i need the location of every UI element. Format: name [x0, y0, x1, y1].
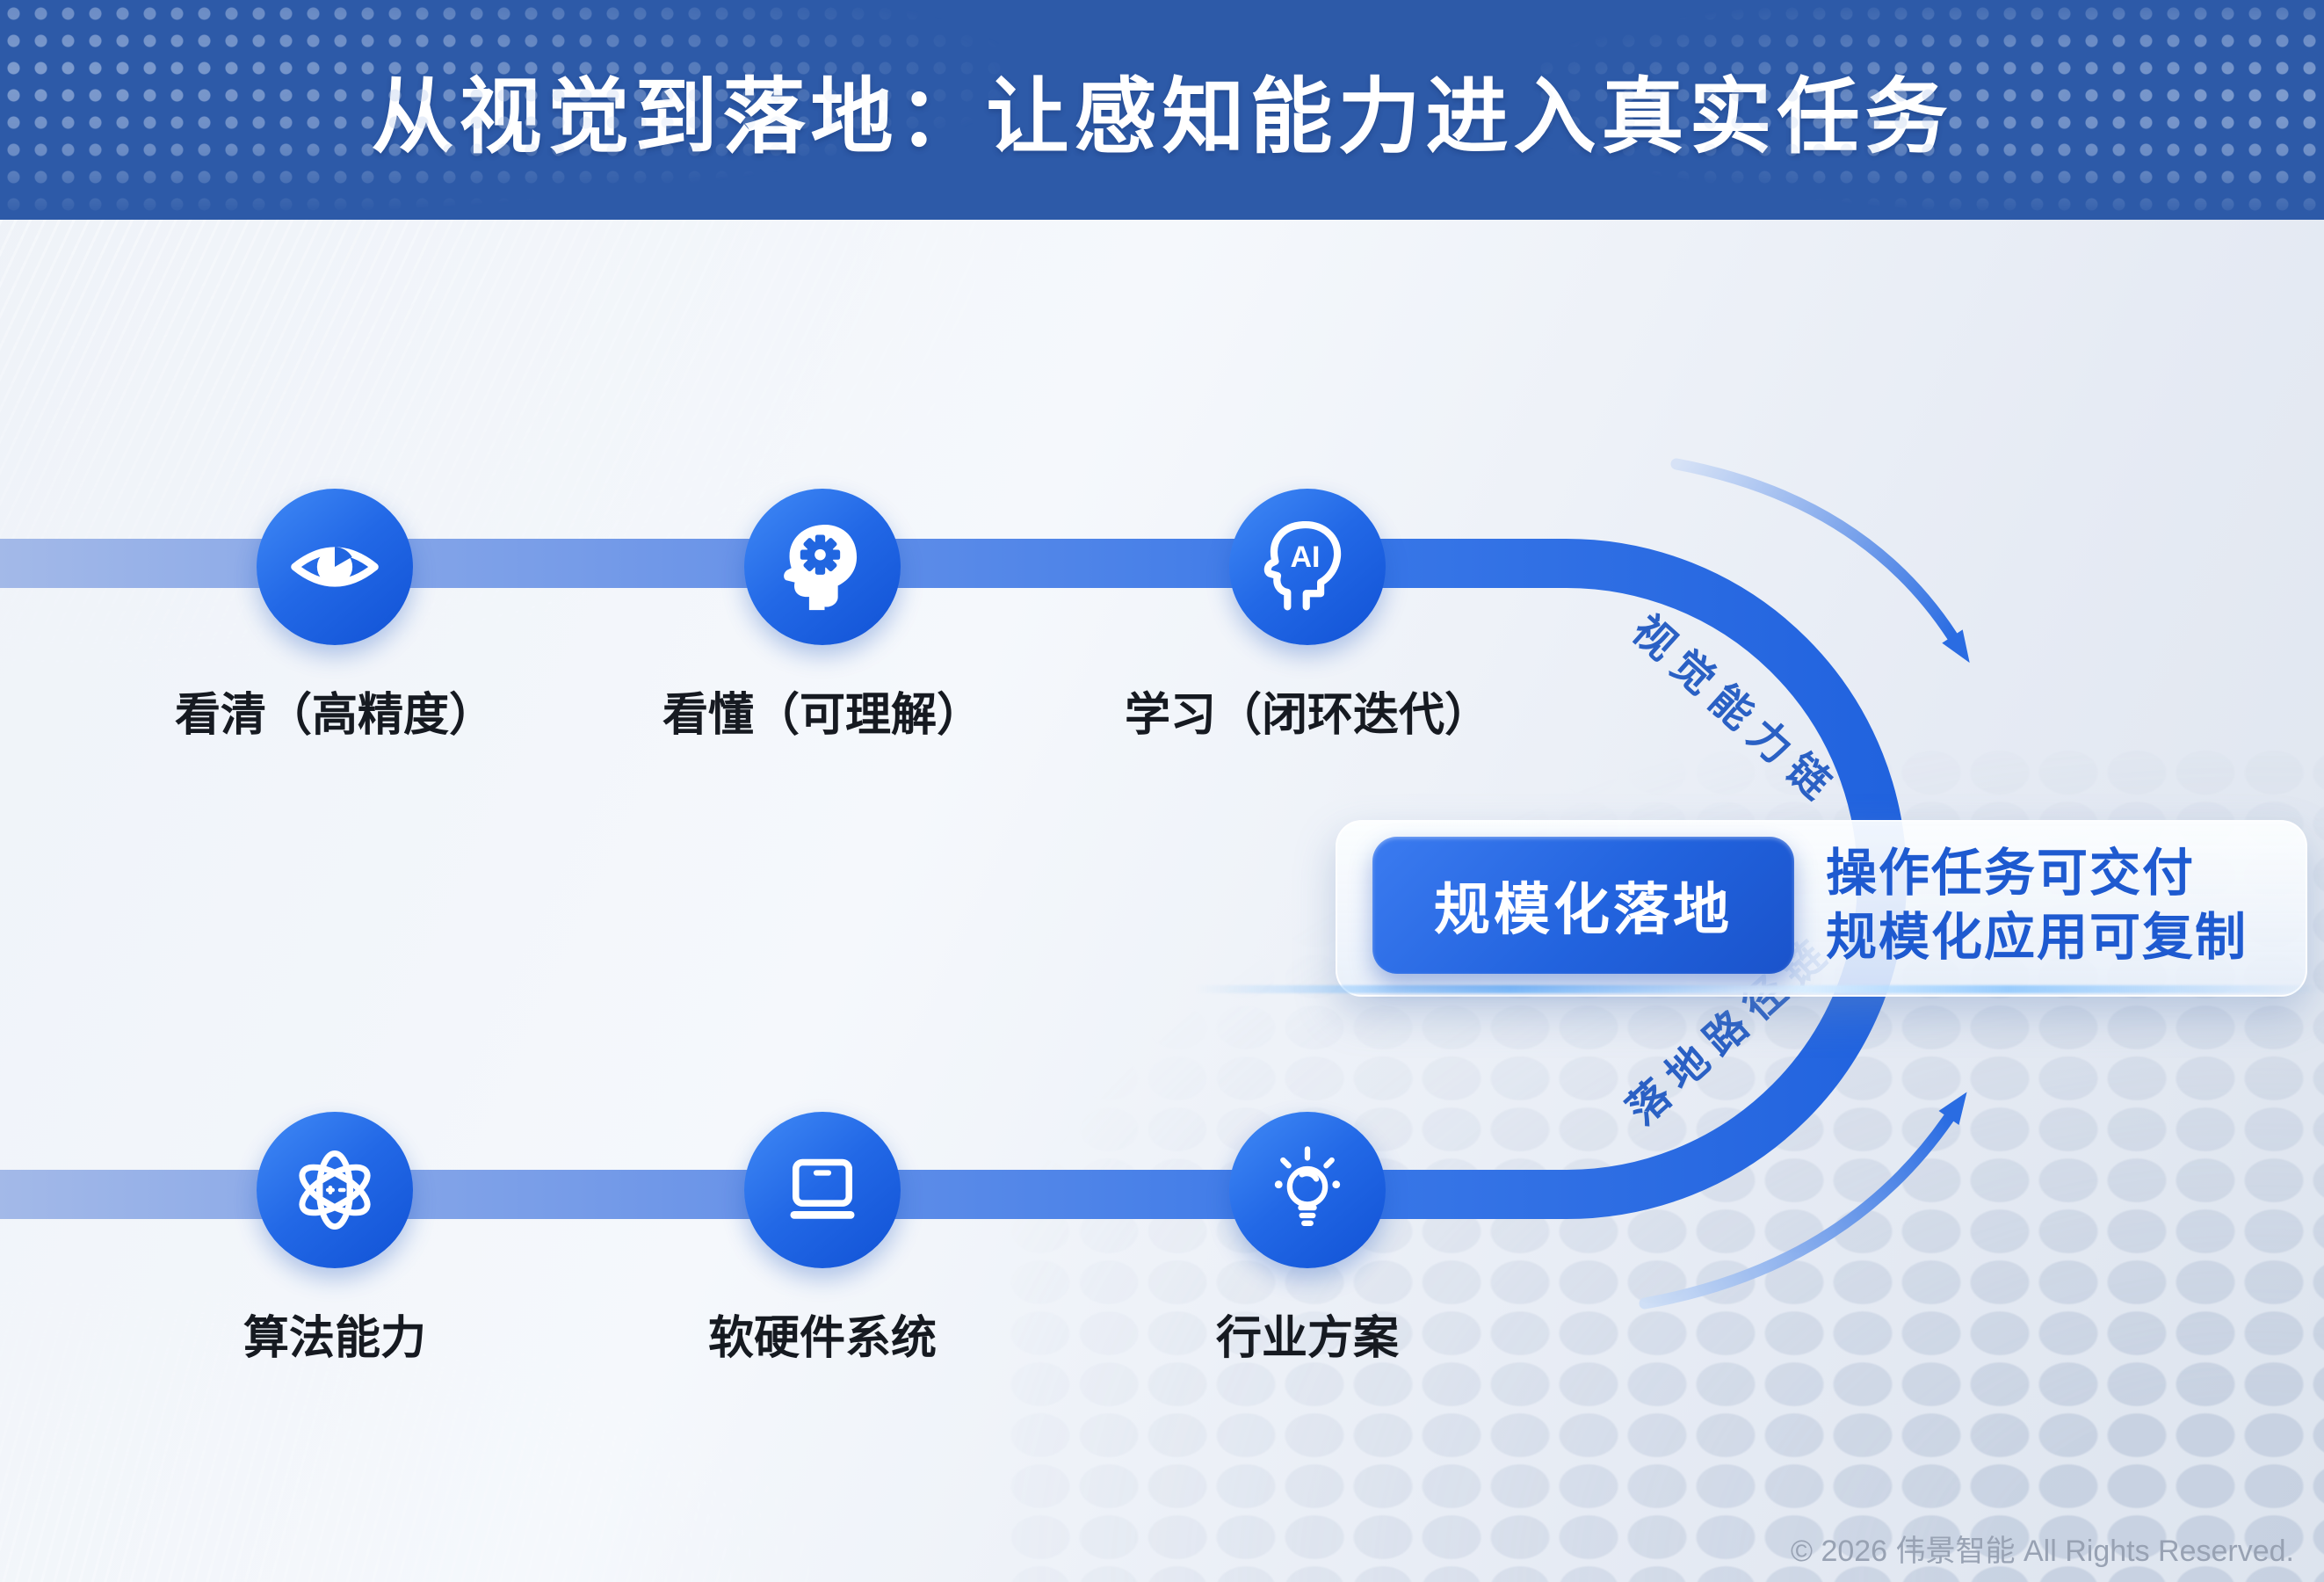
eye-icon: [257, 489, 413, 645]
curved-arrow-bottom: [1639, 1092, 1967, 1310]
step-label: 看懂（可理解）: [662, 690, 982, 741]
laptop-icon: [744, 1112, 901, 1268]
curved-arrow-top: [1670, 458, 1970, 664]
step-label: 行业方案: [1215, 1313, 1399, 1364]
ai-head-icon: AI: [1229, 489, 1386, 645]
atom-icon: [257, 1112, 413, 1268]
flow-step-understand: 看懂（可理解）: [638, 489, 1007, 744]
halftone-dots-header-right: [1533, 0, 2324, 220]
flow-step-system: 软硬件系统: [638, 1112, 1007, 1367]
step-label: 看清（高精度）: [174, 690, 495, 741]
bulb-icon: [1229, 1112, 1386, 1268]
deliverables-text: 操作任务可交付 规模化应用可复制: [1826, 841, 2248, 969]
svg-text:AI: AI: [1290, 541, 1320, 574]
flow-step-learn: AI 学习（闭环迭代）: [1123, 489, 1492, 744]
deliverable-line-2: 规模化应用可复制: [1826, 909, 2248, 966]
header-bar: 从视觉到落地：让感知能力进入真实任务: [0, 0, 2324, 220]
flow-step-algorithm: 算法能力: [150, 1112, 519, 1367]
step-label: 软硬件系统: [707, 1313, 937, 1364]
deliverable-line-1: 操作任务可交付: [1826, 845, 2196, 902]
step-label: 算法能力: [243, 1313, 426, 1364]
copyright-text: © 2026 伟景智能 All Rights Reserved.: [1790, 1535, 2294, 1568]
brain-gear-icon: [744, 489, 901, 645]
flow-step-see-clearly: 看清（高精度）: [150, 489, 519, 744]
panel-glow-line: [1195, 985, 2324, 993]
step-label: 学习（闭环迭代）: [1124, 690, 1490, 741]
flow-step-industry: 行业方案: [1123, 1112, 1492, 1367]
scale-deployment-button: 规模化落地: [1372, 837, 1794, 974]
scale-deployment-label: 规模化落地: [1434, 878, 1733, 941]
halftone-dots-header-left: [0, 0, 1010, 220]
